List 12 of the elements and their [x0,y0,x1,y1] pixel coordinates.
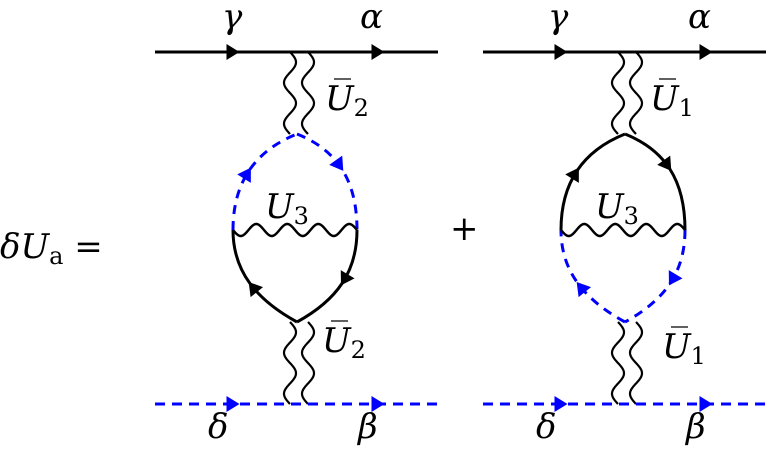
greek-index: α [688,0,711,34]
greek-index: β [358,410,378,444]
plus-sign: + [450,212,478,246]
greek-index: γ [548,0,568,34]
equation-lhs: δU$_{a}$ = [0,230,103,268]
field-label: U$_{3}$ [595,190,639,228]
greek-index: β [686,410,706,444]
field-label: U$_{3}$ [265,190,309,228]
greek-index: γ [222,0,242,34]
greek-index: δ [536,410,556,444]
greek-index: δ [208,410,228,444]
greek-index: α [360,0,383,34]
